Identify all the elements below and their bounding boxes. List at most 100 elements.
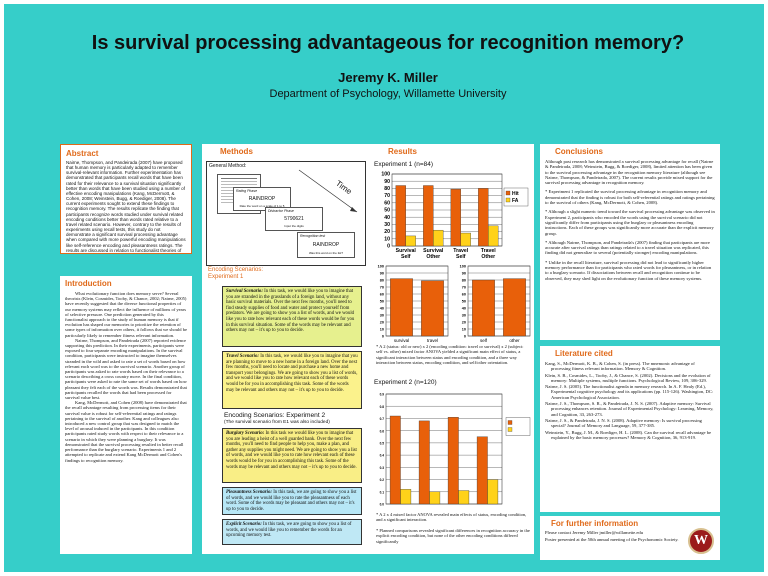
legend-label: FA (512, 198, 519, 204)
experiment-1-chart: 0102030405060708090100SurvivalSelfSurviv… (381, 172, 529, 260)
y-tick-label: 0.8 (380, 405, 385, 409)
bar (450, 188, 461, 247)
y-tick-label: 20 (380, 321, 384, 325)
results-note-1: * A 2 (status: old or new) x 2 (encoding… (376, 344, 524, 366)
y-tick-label: 30 (384, 222, 390, 228)
x-tick-label: Travel (453, 248, 469, 254)
methods-panel: Methods General Method: Rating Phase RAI… (202, 144, 370, 554)
y-tick-label: 10 (384, 236, 390, 242)
explicit-scenario-box: Explicit Scenario: In this task, we are … (222, 519, 362, 545)
bar (447, 417, 459, 505)
reference-item: Weinstein, Y., Bugg, J. M., & Roediger, … (545, 429, 712, 440)
y-tick-label: 60 (462, 293, 466, 297)
bar (405, 235, 416, 247)
bar (400, 489, 412, 505)
rating-screen: Rating Phase RAINDROP Rate the word on a… (233, 187, 291, 211)
travel-scenario-name: Travel Scenario: (226, 354, 259, 359)
y-tick-label: 0.1 (380, 490, 385, 494)
y-tick-label: 0.6 (380, 429, 385, 433)
y-tick-label: 80 (380, 279, 384, 283)
y-tick-label: 0 (464, 335, 466, 339)
experiment-1-label: Experiment 1 (208, 274, 244, 280)
x-tick-label: Survival (396, 248, 417, 254)
y-tick-label: 0.4 (380, 454, 385, 458)
y-tick-label: 30 (462, 314, 466, 318)
distractor-digits: 5790621 (284, 216, 304, 222)
conclusions-paragraph-3: * Although a slight numeric trend toward… (545, 209, 715, 236)
reference-item: Nairne, J. S., Thompson, S. R., & Pandei… (545, 401, 714, 417)
y-tick-label: 40 (380, 307, 384, 311)
further-info-heading: For further information (551, 519, 639, 528)
experiment-2-chart: 0.00.10.20.30.40.50.60.70.80.9 (380, 393, 531, 507)
time-arrow (298, 169, 358, 213)
willamette-logo: W (688, 528, 714, 554)
legend-label: Hit (512, 191, 519, 197)
y-tick-label: 70 (380, 286, 384, 290)
y-tick-label: 0 (382, 335, 384, 339)
intro-paragraph-3: Kang, McDermott, and Cohen (2008) have d… (65, 400, 187, 463)
conclusions-paragraph-4: * Although Nairne, Thompson, and Pandeir… (545, 239, 710, 256)
x-tick-label: Other (481, 254, 495, 260)
y-tick-label: 100 (378, 265, 384, 269)
methods-heading: Methods (220, 147, 253, 156)
recognition-screen: Recognition test RAINDROP Was this word … (297, 232, 355, 258)
distractor-phase-label: Distractor Phase (268, 209, 294, 213)
bar (429, 491, 441, 505)
encoding-heading: Encoding Scenarios: (208, 267, 264, 273)
experiment-2-heading: Encoding Scenarios: Experiment 2 (224, 412, 326, 419)
reference-item: Kang, S., McDermott, K. B., & Cohen, S. … (545, 361, 695, 372)
bar (476, 436, 488, 505)
general-method-label: General Method: (209, 163, 247, 169)
abstract-panel: Abstract Nairne, Thompson, and Pandeirad… (60, 144, 192, 254)
y-tick-label: 0.2 (380, 478, 385, 482)
conclusions-panel: Conclusions Although past research has d… (540, 144, 720, 340)
literature-panel: Literature cited Kang, S., McDermott, K.… (540, 346, 720, 512)
y-tick-label: 60 (384, 200, 390, 206)
bar (458, 490, 470, 505)
y-tick-label: 0.5 (380, 441, 385, 445)
recognition-test-label: Recognition test (300, 234, 326, 238)
introduction-panel: Introduction What evolutionary function … (60, 276, 192, 554)
y-tick-label: 70 (462, 286, 466, 290)
bar (418, 420, 430, 505)
travel-scenario-box: Travel Scenario: In this task, we would … (222, 351, 362, 409)
y-tick-label: 80 (462, 279, 466, 283)
survival-scenario-box: Survival Scenario: In this task, we woul… (222, 286, 362, 347)
legend-swatch (507, 427, 513, 432)
y-tick-label: 60 (380, 293, 384, 297)
general-method-diagram: General Method: Rating Phase RAINDROP Ra… (206, 161, 366, 266)
x-tick-label: Self (456, 254, 466, 260)
abstract-heading: Abstract (66, 149, 99, 158)
author-name: Jeremy K. Miller (338, 70, 438, 85)
distractor-note: Input the digits (284, 224, 304, 228)
conclusions-heading: Conclusions (555, 147, 604, 156)
y-tick-label: 0.9 (380, 393, 385, 397)
x-tick-label: travel (427, 338, 438, 343)
y-tick-label: 50 (380, 300, 384, 304)
y-tick-label: 10 (380, 328, 384, 332)
literature-heading: Literature cited (555, 349, 613, 358)
conclusions-paragraph-5: * Unlike in the recall literature, survi… (545, 259, 712, 281)
bar (478, 188, 489, 247)
recognition-note: Was this word on the list? (308, 251, 344, 255)
legend-swatch (505, 190, 511, 196)
experiment-2-note: (The survival scenario from E1 was also … (224, 420, 330, 425)
pleasantness-scenario-text: In this task, we are going to show you a… (226, 490, 357, 512)
pleasantness-scenario-box: Pleasantness Scenario: In this task, we … (222, 487, 362, 515)
survival-scenario-text: In this task, we would like you to imagi… (226, 289, 355, 334)
explicit-scenario-name: Explicit Scenario: (226, 522, 262, 527)
y-tick-label: 90 (384, 179, 390, 185)
y-tick-label: 90 (380, 272, 384, 276)
rating-phase-label: Rating Phase (236, 189, 258, 193)
bar (472, 279, 495, 337)
intro-paragraph-2: Nairne, Thompson, and Pandeirada (2007) … (65, 337, 187, 401)
y-tick-label: 50 (462, 300, 466, 304)
legend-box (505, 417, 531, 436)
y-tick-label: 30 (380, 314, 384, 318)
distractor-screen: Distractor Phase 5790621 Input the digit… (265, 207, 323, 231)
intro-paragraph-1: What evolutionary function does memory s… (65, 291, 187, 338)
y-tick-label: 0.0 (380, 503, 385, 507)
recognition-word: RAINDROP (312, 242, 340, 248)
